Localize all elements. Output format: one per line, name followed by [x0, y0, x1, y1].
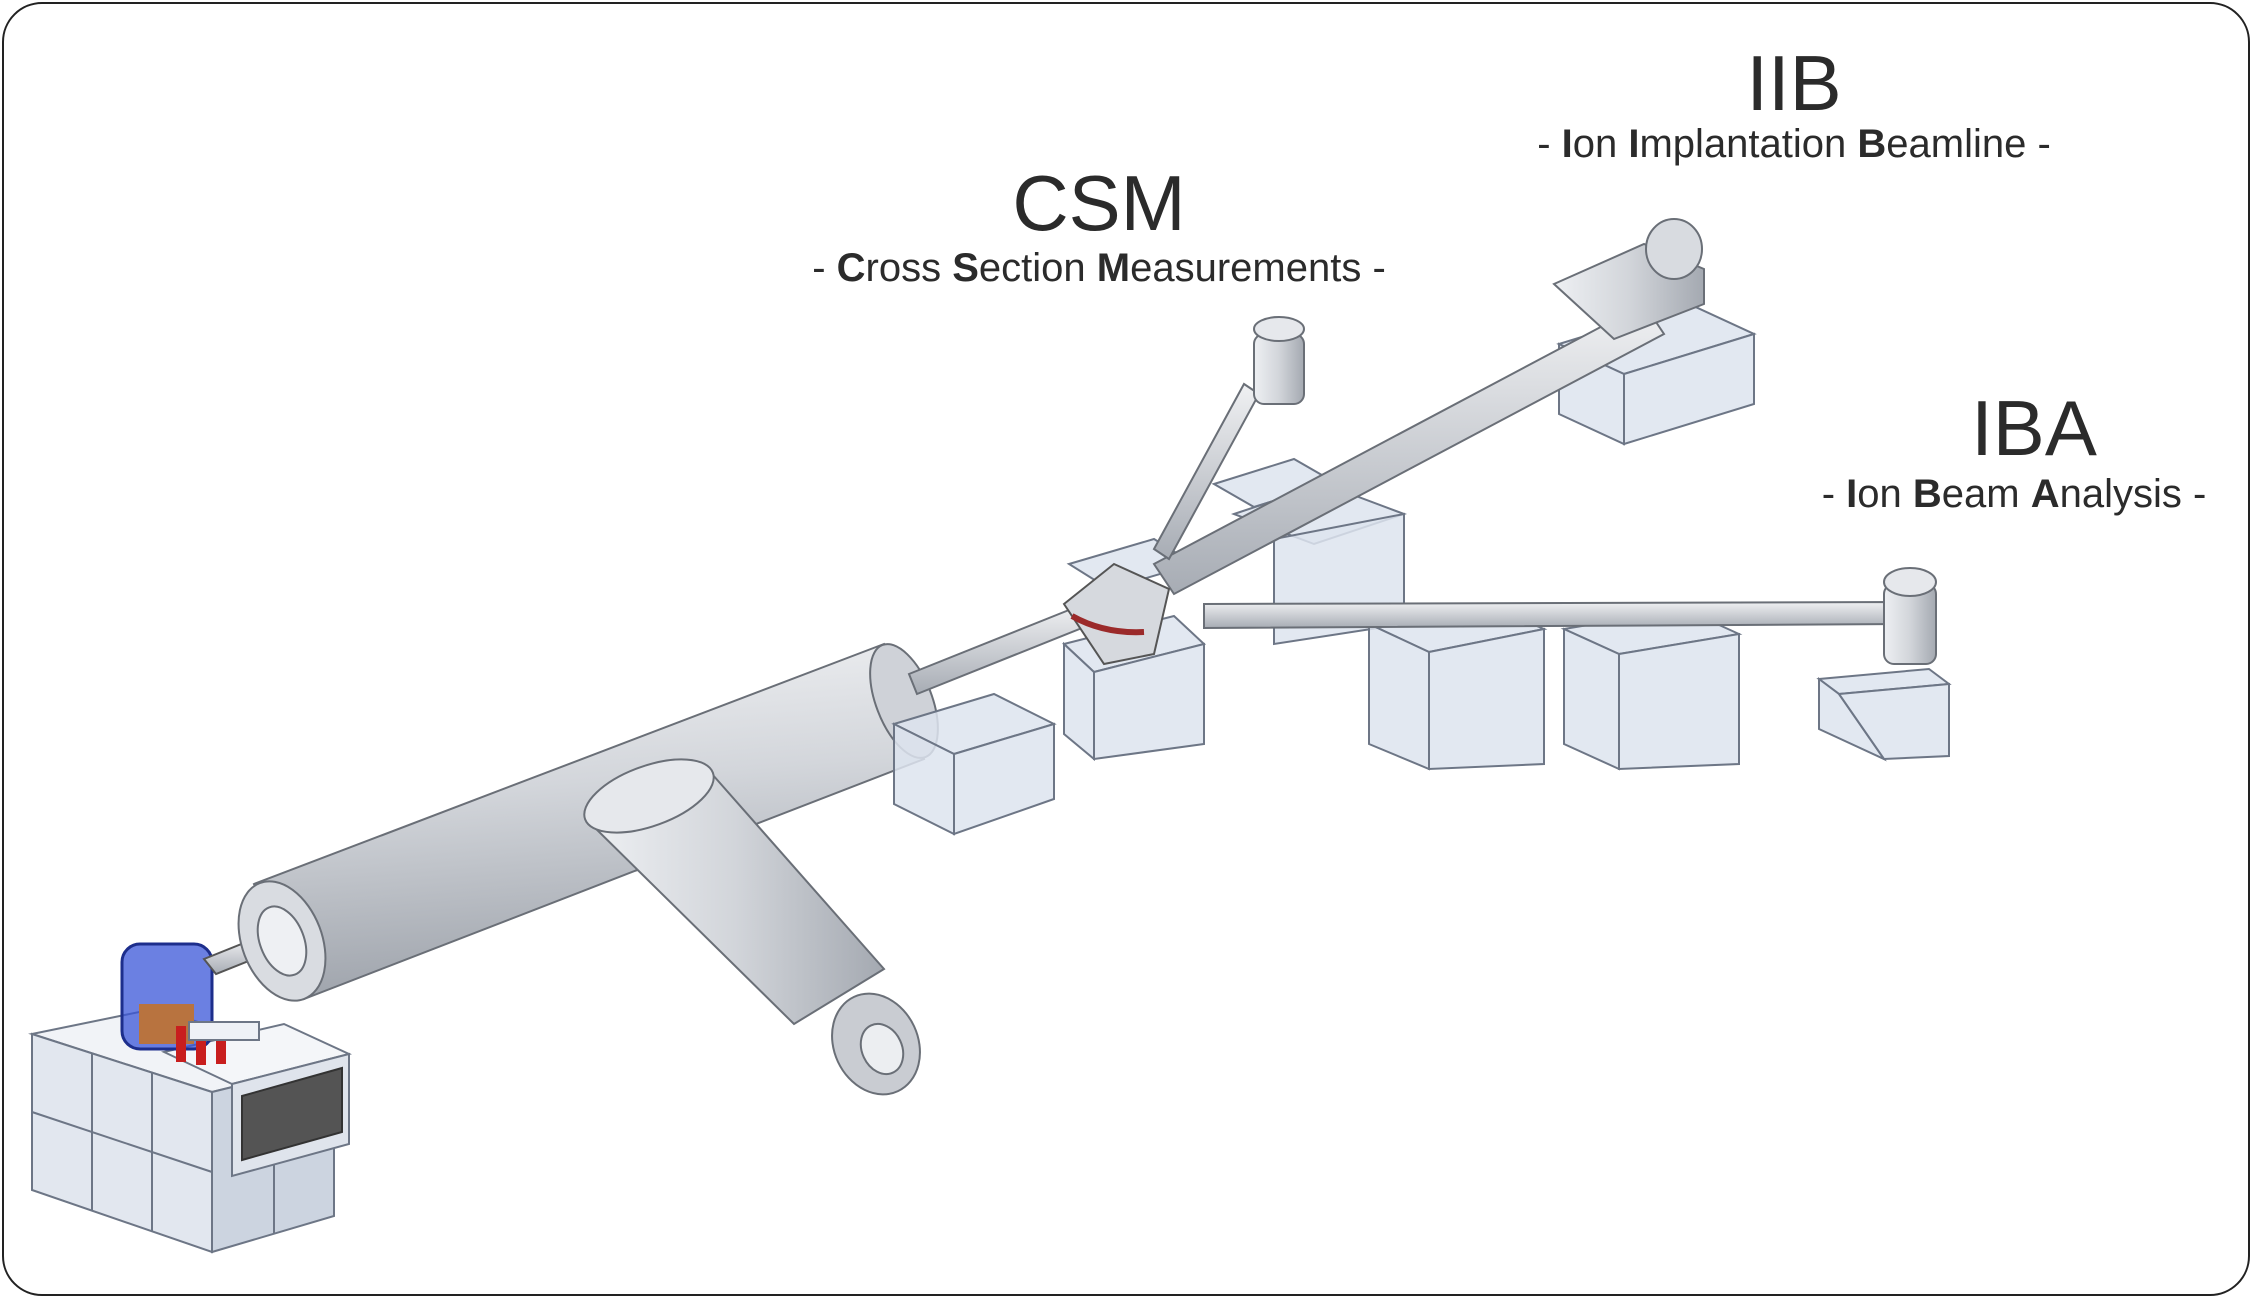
subtitle-part: ross [865, 246, 953, 290]
subtitle-part: S [952, 246, 979, 290]
iba-end-chamber [1883, 567, 1937, 665]
subtitle-part: I [1846, 472, 1858, 516]
iib-subtitle: - Ion Implantation Beamline - [1504, 124, 2084, 164]
iba-subtitle: - Ion Beam Analysis - [1794, 474, 2234, 514]
subtitle-part: eam [1941, 472, 2031, 516]
accelerator-rendering [28, 218, 1952, 1254]
subtitle-part: - [1821, 472, 1847, 516]
subtitle-part: B [1857, 122, 1887, 166]
iib-title: IIB [1746, 39, 1842, 127]
subtitle-part: I [1628, 122, 1640, 166]
beamline-stands [891, 302, 1952, 836]
subtitle-part: mplantation [1639, 122, 1858, 166]
subtitle-part: M [1096, 246, 1131, 290]
tandem-accelerator-tank [237, 642, 939, 1096]
csm-title: CSM [1012, 159, 1186, 247]
beam-pipes [907, 302, 1905, 696]
csm-subtitle: - Cross Section Measurements - [784, 248, 1414, 288]
subtitle-part: easurements - [1130, 246, 1386, 290]
csm-end-chamber [1253, 316, 1305, 405]
subtitle-part: ection [978, 246, 1097, 290]
subtitle-part: I [1561, 122, 1573, 166]
subtitle-part: A [2030, 472, 2060, 516]
subtitle-part: - [812, 246, 837, 290]
subtitle-part: C [836, 246, 866, 290]
subtitle-part: on [1572, 122, 1629, 166]
iib-end-chamber [1552, 218, 1705, 341]
subtitle-part: - [1537, 122, 1562, 166]
ion-source-head [120, 937, 268, 1065]
iba-title: IBA [1971, 384, 2097, 472]
subtitle-part: on [1857, 472, 1913, 516]
subtitle-part: nalysis - [2059, 472, 2207, 516]
subtitle-part: eamline - [1886, 122, 2051, 166]
switching-magnet [1062, 562, 1171, 666]
subtitle-part: B [1912, 472, 1942, 516]
